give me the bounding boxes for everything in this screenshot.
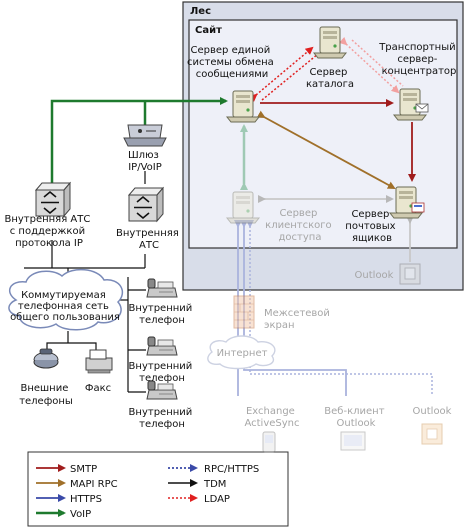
pbx-icon [128, 187, 164, 222]
voip-gateway-label: Шлюз IP/VoIP [128, 150, 162, 173]
voip-line-gateway [50, 97, 228, 185]
phone-3-icon [146, 380, 178, 400]
tdm-line-pbx-bus [24, 240, 146, 269]
um-server-label: Сервер единой системы обмена сообщениями [187, 45, 277, 80]
mapi-um-mailbox [256, 110, 396, 189]
ldap-catalog-mailbox [351, 39, 404, 87]
legend-mapi-label: MAPI RPC [70, 479, 118, 490]
outlook-inner-label: Outlook [355, 270, 394, 281]
external-phones-icon [33, 348, 59, 369]
outlook-outer-icon [421, 423, 443, 445]
site-title: Сайт [195, 25, 222, 36]
tdm-line-phones-bus [127, 277, 146, 393]
pstn-cloud [8, 268, 124, 331]
fax-label: Факс [85, 383, 111, 394]
web-client-label: Веб-клиент Outlook [324, 406, 387, 429]
cas-server-label: Сервер клиентского доступа [265, 208, 335, 243]
mailbox-server-label: Сервер почтовых ящиков [345, 209, 398, 244]
outlook-inner-icon [399, 263, 421, 285]
phone-1-label: Внутренний телефон [129, 303, 196, 326]
ip-pbx-label: Внутренняя АТС с поддержкой протокола IP [4, 214, 93, 249]
fax-icon [85, 349, 113, 374]
pbx-label: Внутренняя АТС [116, 228, 182, 251]
voip-gateway-icon [123, 124, 167, 147]
firewall-label: Межсетевой экран [264, 308, 333, 331]
web-client-icon [340, 431, 366, 451]
firewall-icon [233, 295, 255, 329]
tdm-line-ext-fax [46, 331, 97, 350]
phone-2-label: Внутренний телефон [129, 361, 196, 384]
legend-col-1: SMTP MAPI RPC HTTPS VoIP [36, 464, 118, 520]
phone-1-icon [146, 278, 178, 298]
legend-box [27, 451, 289, 527]
external-phones-label: Внешние телефоны [19, 383, 73, 407]
activesync-label: Exchange ActiveSync [244, 406, 299, 429]
phone-3-label: Внутренний телефон [129, 407, 196, 430]
legend-col-2: RPC/HTTPS TDM LDAP [168, 464, 259, 505]
internet-label: Интернет [217, 348, 268, 359]
legend-rpc-https-label: RPC/HTTPS [204, 464, 259, 475]
forest-title: Лес [190, 6, 211, 17]
mailbox-server-icon [389, 186, 425, 219]
legend-ldap-label: LDAP [204, 494, 230, 505]
ldap-um-catalog [248, 46, 314, 102]
hub-server-icon [393, 88, 429, 121]
hub-server-label: Транспортный сервер- концентратор [378, 42, 459, 77]
legend-https-label: HTTPS [70, 494, 102, 505]
ip-pbx-icon [35, 182, 71, 217]
mobile-device-icon [262, 431, 276, 453]
pstn-label: Коммутируемая телефонная сеть общего пол… [10, 290, 120, 323]
ldap-um-catalog-2 [261, 53, 319, 101]
catalog-server-label: Сервер каталога [306, 67, 354, 90]
internet-cloud [207, 335, 276, 370]
legend-tdm-label: TDM [203, 479, 226, 490]
outlook-outer-label: Outlook [413, 406, 452, 417]
legend-voip-label: VoIP [70, 509, 91, 520]
phone-2-icon [146, 336, 178, 356]
legend-smtp-label: SMTP [70, 464, 97, 475]
